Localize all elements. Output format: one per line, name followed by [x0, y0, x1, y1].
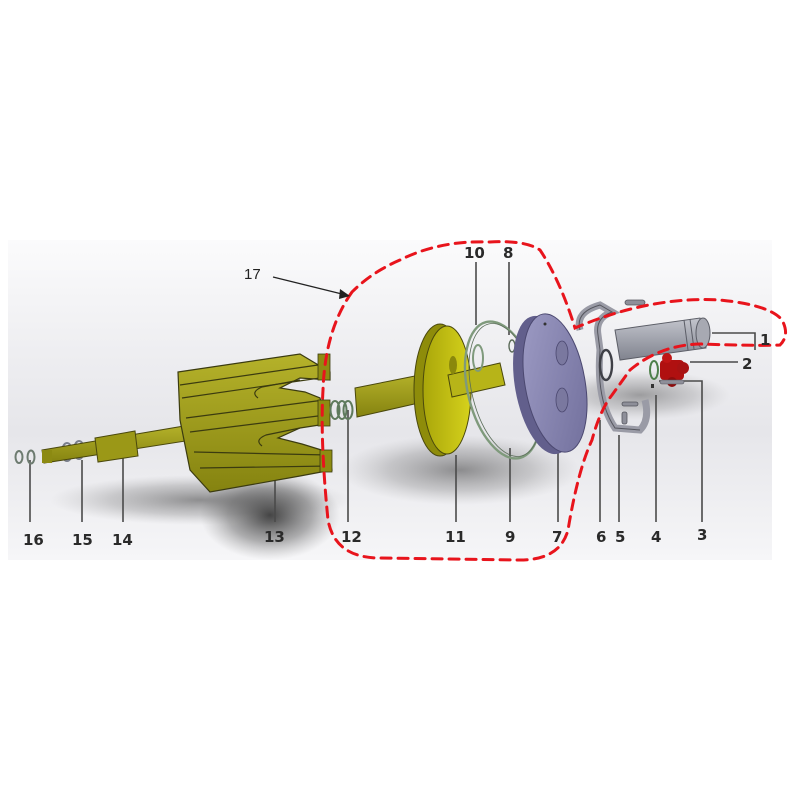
label-9: 9 [505, 528, 515, 546]
part-1-pipe [614, 317, 711, 361]
part-7-cover-plate [513, 313, 588, 455]
part-6-housing [575, 301, 651, 434]
label-11: 11 [445, 528, 466, 546]
part-4-ring [649, 360, 659, 380]
leader-lines [29, 262, 756, 522]
part-3-bolt [651, 379, 685, 388]
label-8: 8 [503, 244, 513, 262]
part-5-bolts [621, 299, 646, 425]
label-2: 2 [742, 355, 752, 373]
label-4: 4 [651, 528, 661, 546]
group-17-outline [320, 240, 787, 562]
part-10-small-ring [472, 344, 484, 372]
label-16: 16 [23, 531, 44, 549]
part-labels: 1 2 3 4 5 6 7 8 9 10 11 12 13 14 15 16 1… [23, 244, 770, 549]
label-7: 7 [552, 528, 562, 546]
part-16-washers [14, 449, 36, 465]
label-13: 13 [264, 528, 285, 546]
label-15: 15 [72, 531, 93, 549]
part-2-red-fitting [660, 353, 689, 387]
label-3: 3 [697, 526, 707, 544]
part-13-impeller [177, 353, 333, 493]
label-10: 10 [464, 244, 485, 262]
part-11-disc [354, 323, 506, 457]
label-6: 6 [596, 528, 606, 546]
part-12-rings [329, 400, 354, 420]
label-12: 12 [341, 528, 362, 546]
label-1: 1 [760, 331, 770, 349]
label-17: 17 [244, 266, 261, 283]
label-14: 14 [112, 531, 133, 549]
label-5: 5 [615, 528, 625, 546]
label-17-arrow [272, 276, 350, 299]
